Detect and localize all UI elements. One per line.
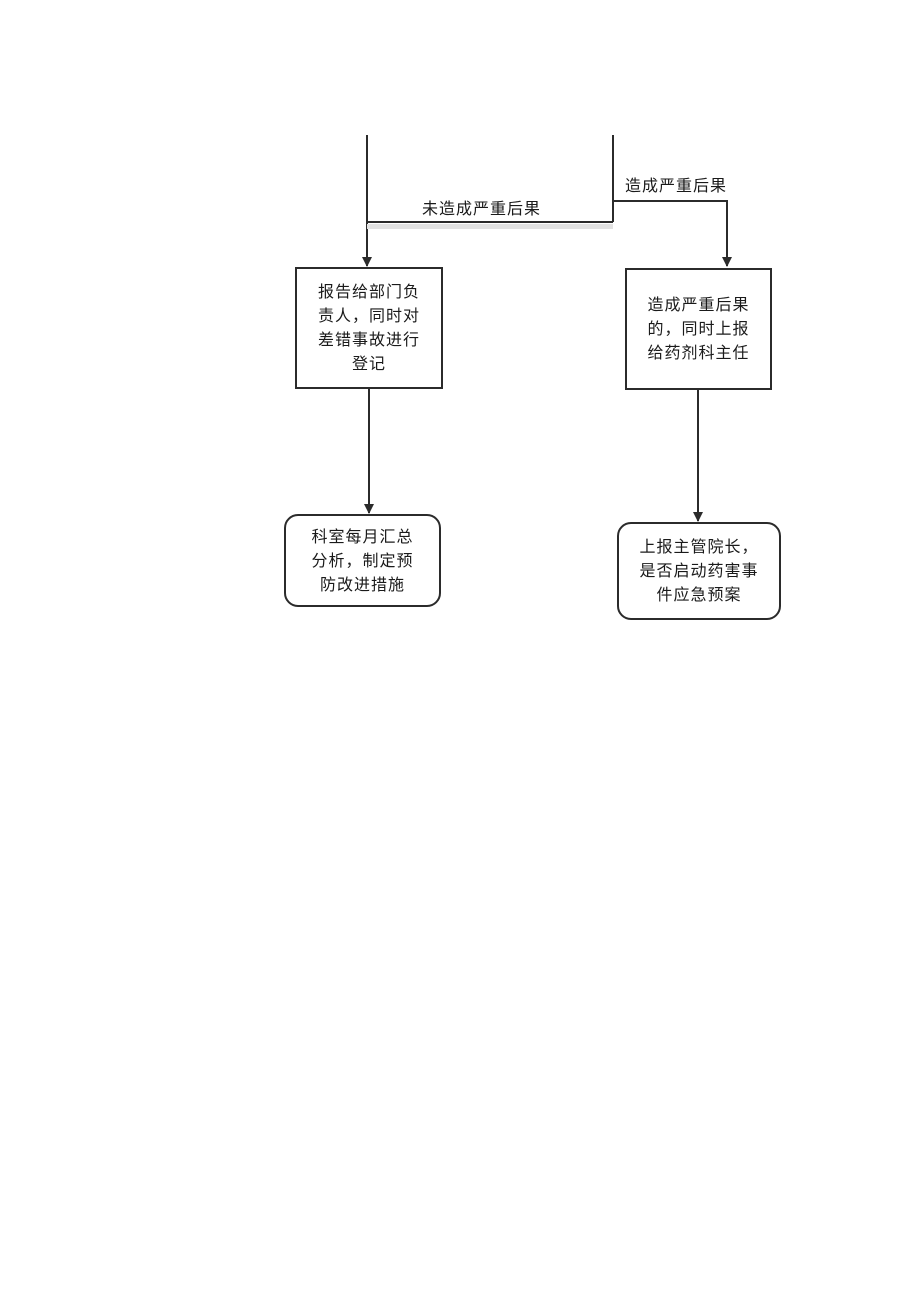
report-dean-box: 上报主管院长， 是否启动药害事 件应急预案 <box>617 522 781 620</box>
monthly-summary-box: 科室每月汇总 分析，制定预 防改进措施 <box>284 514 441 607</box>
serious-connector <box>613 200 732 267</box>
no-serious-label: 未造成严重后果 <box>422 199 542 218</box>
report-director-box: 造成严重后果 的，同时上报 给药剂科主任 <box>625 268 772 390</box>
connector-shadow <box>367 224 613 229</box>
serious-label: 造成严重后果 <box>625 176 728 195</box>
report-head-box: 报告给部门负 责人，同时对 差错事故进行 登记 <box>295 267 443 389</box>
